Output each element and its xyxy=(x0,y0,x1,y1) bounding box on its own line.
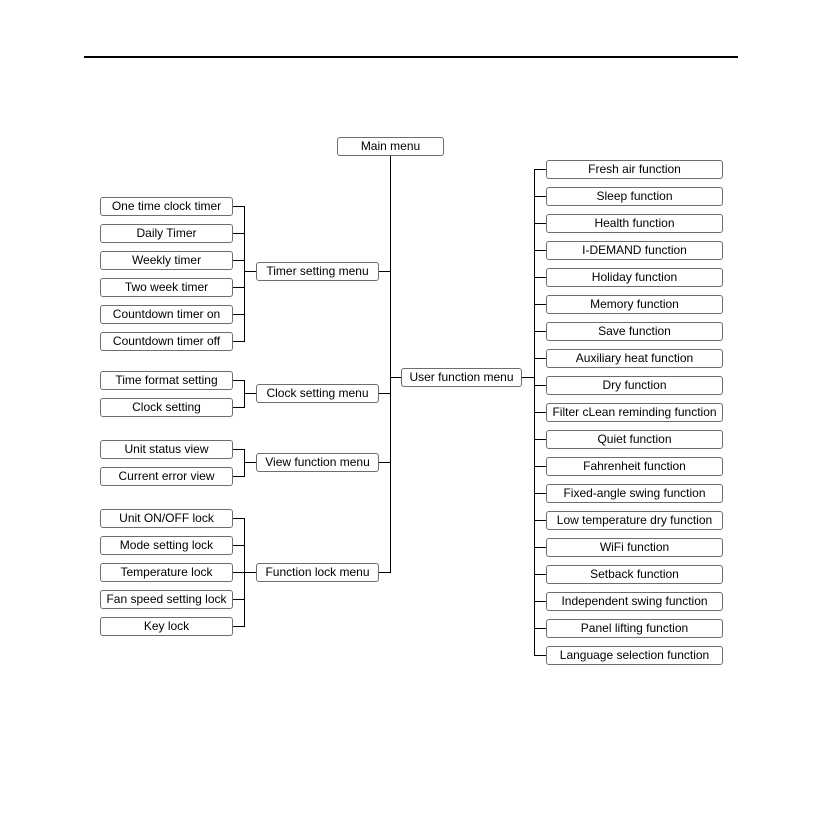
connector xyxy=(534,439,546,440)
connector xyxy=(534,358,546,359)
connector xyxy=(244,393,256,394)
clock-item-node: Time format setting xyxy=(100,371,233,390)
connector xyxy=(390,156,391,573)
timer-item-node: Two week timer xyxy=(100,278,233,297)
connector xyxy=(233,341,245,342)
connector xyxy=(534,277,546,278)
lock-item-node: Unit ON/OFF lock xyxy=(100,509,233,528)
user-item-node: Low temperature dry function xyxy=(546,511,723,530)
connector xyxy=(233,599,245,600)
lock-item-node: Fan speed setting lock xyxy=(100,590,233,609)
connector xyxy=(534,547,546,548)
user-item-node: Fahrenheit function xyxy=(546,457,723,476)
connector xyxy=(534,304,546,305)
header-rule xyxy=(84,56,738,58)
view-item-node: Current error view xyxy=(100,467,233,486)
user-item-node: Dry function xyxy=(546,376,723,395)
connector xyxy=(244,271,256,272)
connector xyxy=(233,476,245,477)
connector xyxy=(534,628,546,629)
user-item-node: Fixed-angle swing function xyxy=(546,484,723,503)
timer-item-node: Countdown timer on xyxy=(100,305,233,324)
connector xyxy=(534,196,546,197)
connector xyxy=(233,287,245,288)
connector xyxy=(233,626,245,627)
timer-item-node: Daily Timer xyxy=(100,224,233,243)
connector xyxy=(522,377,534,378)
connector xyxy=(233,380,245,381)
user-item-node: Save function xyxy=(546,322,723,341)
connector xyxy=(233,206,245,207)
connector xyxy=(379,393,391,394)
user-item-node: Language selection function xyxy=(546,646,723,665)
user-item-node: Memory function xyxy=(546,295,723,314)
connector xyxy=(233,545,245,546)
lock-item-node: Key lock xyxy=(100,617,233,636)
connector xyxy=(233,233,245,234)
view-function-menu-node: View function menu xyxy=(256,453,379,472)
user-item-node: WiFi function xyxy=(546,538,723,557)
connector xyxy=(379,271,391,272)
user-function-menu-node: User function menu xyxy=(401,368,522,387)
connector xyxy=(390,377,401,378)
main-menu-node: Main menu xyxy=(337,137,444,156)
user-item-node: Independent swing function xyxy=(546,592,723,611)
connector xyxy=(534,412,546,413)
timer-item-node: Countdown timer off xyxy=(100,332,233,351)
user-item-node: Sleep function xyxy=(546,187,723,206)
lock-item-node: Temperature lock xyxy=(100,563,233,582)
connector xyxy=(534,601,546,602)
timer-item-node: Weekly timer xyxy=(100,251,233,270)
user-item-node: Panel lifting function xyxy=(546,619,723,638)
user-item-node: I-DEMAND function xyxy=(546,241,723,260)
view-item-node: Unit status view xyxy=(100,440,233,459)
connector xyxy=(244,462,256,463)
user-item-node: Quiet function xyxy=(546,430,723,449)
connector xyxy=(534,385,546,386)
connector xyxy=(534,250,546,251)
connector xyxy=(534,520,546,521)
connector xyxy=(233,518,245,519)
clock-item-node: Clock setting xyxy=(100,398,233,417)
connector xyxy=(233,260,245,261)
connector xyxy=(244,572,256,573)
user-item-node: Fresh air function xyxy=(546,160,723,179)
clock-setting-menu-node: Clock setting menu xyxy=(256,384,379,403)
connector xyxy=(233,572,245,573)
connector xyxy=(534,574,546,575)
timer-setting-menu-node: Timer setting menu xyxy=(256,262,379,281)
connector xyxy=(534,331,546,332)
timer-item-node: One time clock timer xyxy=(100,197,233,216)
lock-item-node: Mode setting lock xyxy=(100,536,233,555)
connector xyxy=(233,407,245,408)
function-lock-menu-node: Function lock menu xyxy=(256,563,379,582)
connector xyxy=(534,223,546,224)
connector xyxy=(233,314,245,315)
connector xyxy=(233,449,245,450)
connector xyxy=(534,466,546,467)
user-item-node: Setback function xyxy=(546,565,723,584)
user-item-node: Auxiliary heat function xyxy=(546,349,723,368)
connector xyxy=(534,169,546,170)
connector xyxy=(379,462,391,463)
user-item-node: Filter cLean reminding function xyxy=(546,403,723,422)
connector xyxy=(534,493,546,494)
connector xyxy=(244,206,245,341)
connector xyxy=(534,655,546,656)
user-item-node: Holiday function xyxy=(546,268,723,287)
user-item-node: Health function xyxy=(546,214,723,233)
connector xyxy=(379,572,391,573)
